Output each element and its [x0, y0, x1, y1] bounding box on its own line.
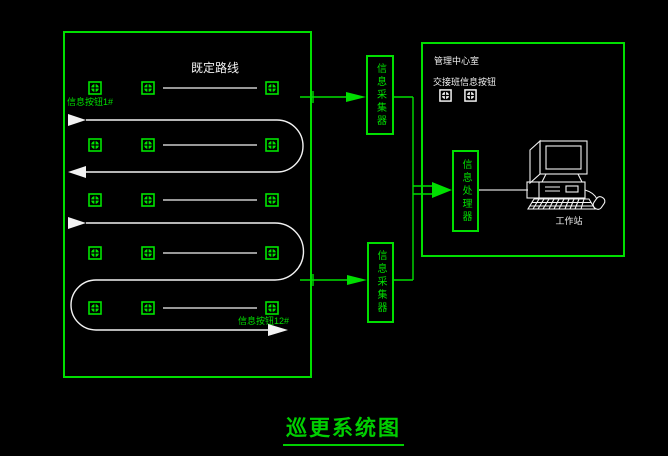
drawing-title: 巡更系统图 — [283, 417, 404, 446]
connector-arrowheads — [346, 92, 452, 285]
end-button-label: 信息按钮12# — [238, 316, 290, 326]
route-arrowheads — [68, 114, 288, 336]
processor-label: 信息处理器 — [460, 158, 471, 224]
processor-box: 信息处理器 — [452, 150, 479, 232]
upper-collector-box: 信息采集器 — [366, 55, 394, 135]
drawing-title-wrap: 巡更系统图 — [283, 412, 404, 446]
patrol-route-path — [70, 119, 305, 331]
control-room-label: 管理中心室 — [434, 56, 480, 66]
patrol-zone-box — [63, 31, 312, 378]
lower-collector-box: 信息采集器 — [367, 242, 394, 323]
workstation-computer-icon — [526, 139, 606, 210]
control-center-box — [421, 42, 625, 257]
shift-buttons-label: 交接班信息按钮 — [433, 77, 497, 87]
collector-connectors — [300, 91, 432, 286]
start-button-label: 信息按钮1# — [67, 97, 114, 107]
upper-collector-label: 信息采集器 — [374, 62, 386, 128]
lower-collector-label: 信息采集器 — [375, 250, 386, 315]
route-label: 既定路线 — [190, 61, 239, 75]
row-wiring-lines — [163, 87, 257, 309]
workstation-label: 工作站 — [555, 216, 583, 226]
